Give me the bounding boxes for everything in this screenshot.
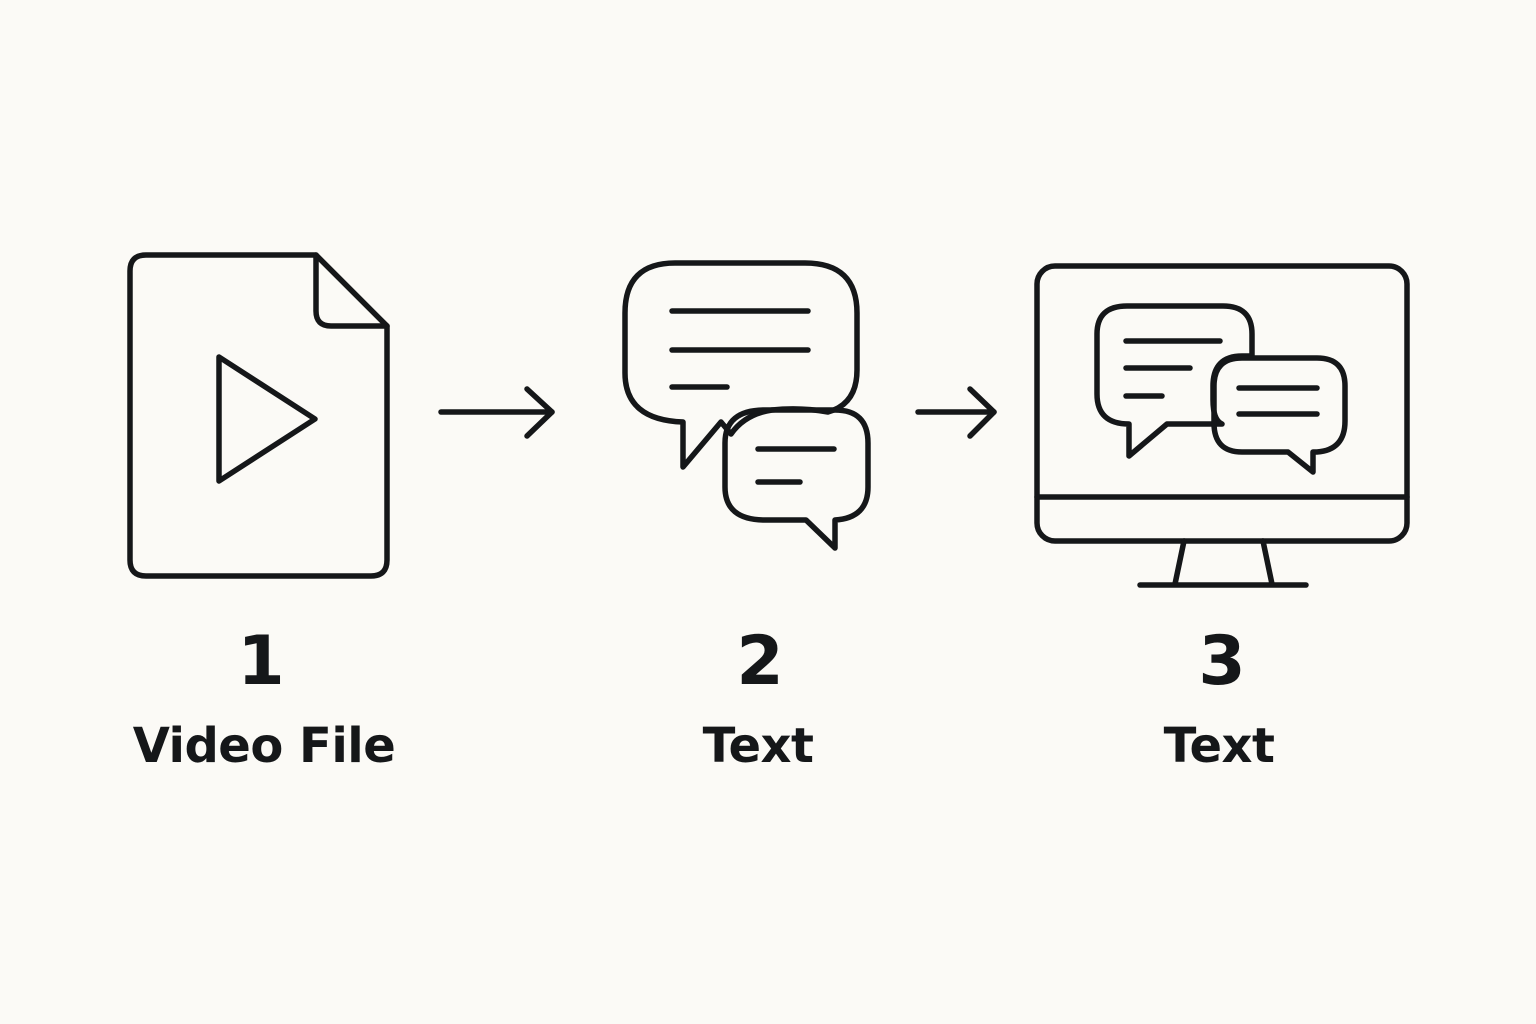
step-2-label: Text (702, 718, 814, 774)
step-2-number: 2 (736, 622, 784, 701)
monitor-stand (1172, 538, 1275, 587)
large-speech-bubble (1094, 303, 1255, 459)
chat-bubbles-icon (622, 260, 871, 551)
small-speech-bubble (1211, 355, 1348, 475)
file-corner-fold (313, 252, 390, 329)
arrow-head (524, 386, 555, 439)
step-1-label: Video File (132, 718, 396, 774)
arrow-right-icon (915, 386, 997, 439)
step-1-number: 1 (237, 622, 285, 701)
arrow-head (967, 386, 997, 439)
video-file-icon (127, 252, 390, 579)
monitor-chat-icon (1034, 263, 1410, 588)
step-3-number: 3 (1198, 622, 1246, 701)
large-speech-bubble (622, 260, 860, 470)
step-3-label: Text (1163, 718, 1275, 774)
arrow-right-icon (438, 386, 555, 439)
play-icon (216, 354, 318, 484)
monitor-screen (1034, 263, 1410, 544)
small-speech-bubble (722, 407, 871, 551)
file-outline (127, 252, 390, 579)
